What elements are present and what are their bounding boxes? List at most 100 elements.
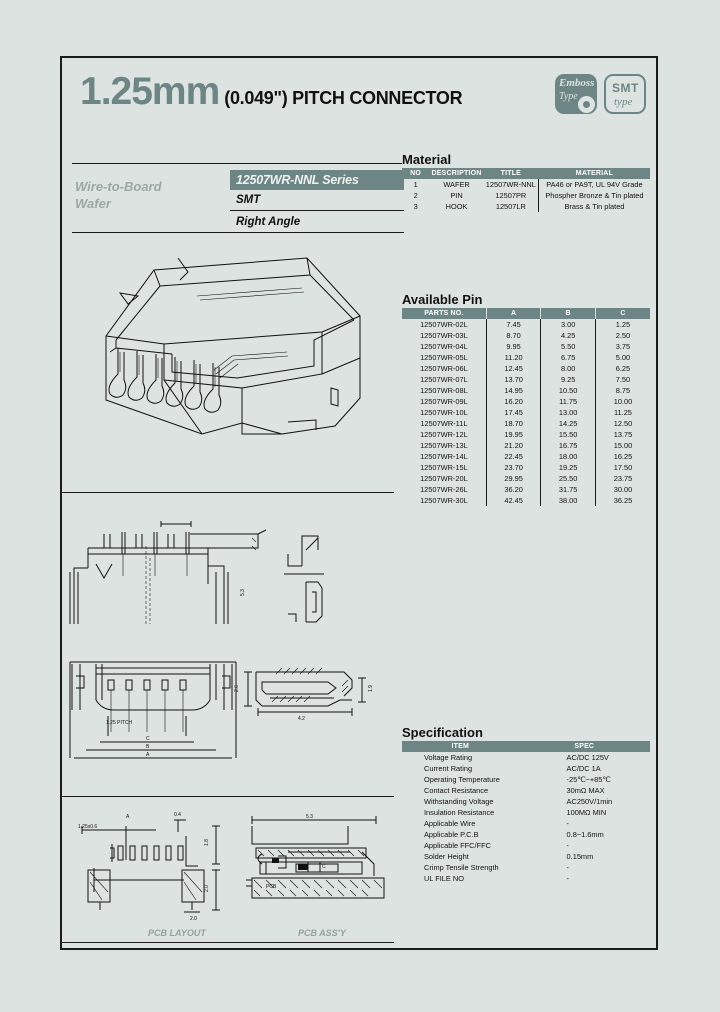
- table-row: 3 HOOK 12507LR Brass & Tin plated: [402, 201, 650, 212]
- cell-c: 30.00: [594, 484, 650, 495]
- divider-identity: [72, 232, 404, 233]
- material-title: Material: [402, 152, 452, 167]
- cell-parts-no: 12507WR-04L: [420, 342, 468, 351]
- cell-parts-no: 12507WR-09L: [420, 397, 468, 406]
- cell-item: UL FILE NO: [424, 874, 464, 883]
- specification-title: Specification: [402, 725, 483, 740]
- cell-parts-no: 12507WR-14L: [420, 452, 468, 461]
- dim-text-height: 2.6: [234, 685, 240, 692]
- table-row: 1 WAFER 12507WR-NNL PA46 or PA9T, UL 94V…: [402, 179, 650, 190]
- cell-b: 38.00: [540, 495, 596, 506]
- cell-a: 36.20: [485, 484, 541, 495]
- cell-parts-no: 12507WR-07L: [420, 375, 468, 384]
- cell-spec: AC/DC 125V: [566, 753, 609, 762]
- cell-item: Current Rating: [424, 764, 473, 773]
- dim-text-layout-h2: 2.0: [204, 885, 210, 892]
- spec-col-spec: SPEC: [518, 741, 650, 752]
- cell-description: HOOK: [445, 202, 468, 211]
- cell-b: 25.50: [540, 473, 596, 484]
- material-col-no: NO: [402, 168, 430, 179]
- cell-parts-no: 12507WR-06L: [420, 364, 468, 373]
- cell-b: 6.75: [540, 352, 596, 363]
- cell-c: 12.50: [594, 418, 650, 429]
- cell-no: 2: [413, 191, 418, 200]
- cell-item: Insulation Resistance: [424, 808, 495, 817]
- material-col-title: TITLE: [483, 168, 539, 179]
- cell-a: 7.45: [485, 319, 541, 330]
- cell-c: 2.50: [594, 330, 650, 341]
- emboss-badge-line1: Emboss: [559, 77, 595, 89]
- cell-c: 7.50: [594, 374, 650, 385]
- cell-a: 11.20: [485, 352, 541, 363]
- cell-title: 12507LR: [495, 202, 526, 211]
- cell-b: 4.25: [540, 330, 596, 341]
- page-title: 1.25mm: [80, 70, 220, 113]
- cell-b: 10.50: [540, 385, 596, 396]
- product-illustration: [92, 248, 392, 478]
- cell-c: 1.25: [594, 319, 650, 330]
- cell-spec: -: [566, 841, 570, 850]
- cell-parts-no: 12507WR-03L: [420, 331, 468, 340]
- cell-spec: 0.15mm: [566, 852, 594, 861]
- cell-a: 17.45: [485, 407, 541, 418]
- cell-a: 22.45: [485, 451, 541, 462]
- cell-a: 14.95: [485, 385, 541, 396]
- pin-col-b: B: [540, 308, 596, 319]
- cell-a: 12.45: [485, 363, 541, 374]
- cell-parts-no: 12507WR-08L: [420, 386, 468, 395]
- caption-pcb-assy: PCB ASS'Y: [298, 928, 346, 938]
- cell-material: Phospher Bronze & Tin plated: [537, 190, 650, 201]
- cell-spec: -25℃~+85℃: [566, 775, 611, 784]
- pin-col-c: C: [594, 308, 650, 319]
- cell-b: 19.25: [540, 462, 596, 473]
- cell-parts-no: 12507WR-05L: [420, 353, 468, 362]
- cell-item: Applicable P.C.B: [424, 830, 479, 839]
- cell-a: 13.70: [485, 374, 541, 385]
- table-row: Applicable Wire-: [402, 818, 650, 829]
- reel-icon: [578, 96, 595, 113]
- cell-spec: 100MΩ MIN: [566, 808, 607, 817]
- cell-item: Applicable Wire: [424, 819, 476, 828]
- smt-badge-line1: SMT: [612, 81, 639, 95]
- cell-c: 3.75: [594, 341, 650, 352]
- cell-b: 18.00: [540, 451, 596, 462]
- cell-description: PIN: [450, 191, 463, 200]
- cell-title: 12507PR: [495, 191, 527, 200]
- pcb-label: PCB: [266, 884, 277, 890]
- cell-no: 3: [413, 202, 418, 211]
- type-badges: Emboss Type SMT type: [555, 74, 646, 114]
- cell-a: 8.70: [485, 330, 541, 341]
- drawing-bottom-view: 1.25 PITCH C B A: [66, 654, 400, 774]
- cell-parts-no: 12507WR-30L: [420, 496, 468, 505]
- spec-col-item: ITEM: [402, 741, 519, 752]
- cell-parts-no: 12507WR-11L: [420, 419, 468, 428]
- caption-pcb-layout: PCB LAYOUT: [148, 928, 206, 938]
- divider-top: [72, 163, 402, 164]
- cell-spec: 0.8~1.6mm: [566, 830, 604, 839]
- dim-text-side: 5.3: [240, 589, 246, 596]
- cell-spec: AC250V/1min: [566, 797, 613, 806]
- cell-c: 11.25: [594, 407, 650, 418]
- table-row: Applicable FFC/FFC-: [402, 840, 650, 851]
- table-row: Operating Temperature-25℃~+85℃: [402, 774, 650, 785]
- series-name: 12507WR-NNL Series: [236, 173, 359, 187]
- dim-text-assy-width: 5.3: [306, 814, 313, 820]
- cell-a: 23.70: [485, 462, 541, 473]
- cell-c: 16.25: [594, 451, 650, 462]
